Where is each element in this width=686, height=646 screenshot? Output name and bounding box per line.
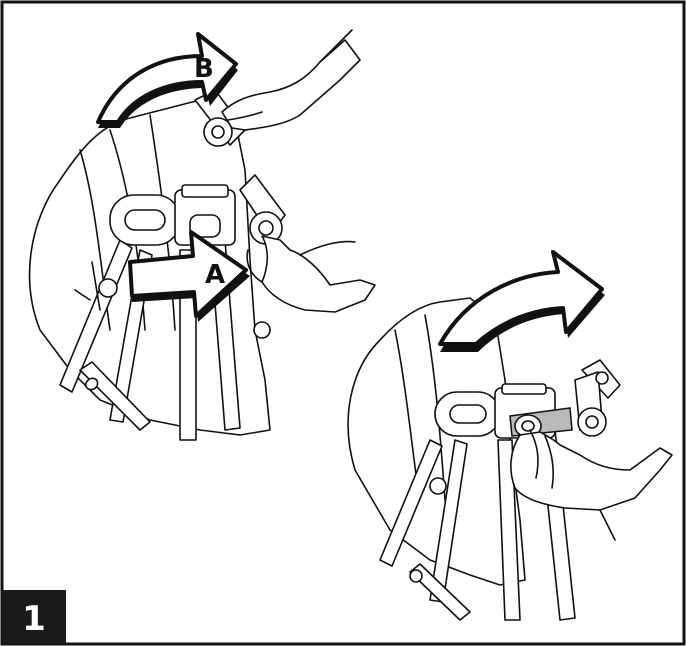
arrow-a-label: A [205, 260, 225, 290]
step-number-badge: 1 [2, 590, 66, 644]
step-number: 1 [22, 599, 46, 639]
arrow-b-label: B [194, 54, 214, 84]
